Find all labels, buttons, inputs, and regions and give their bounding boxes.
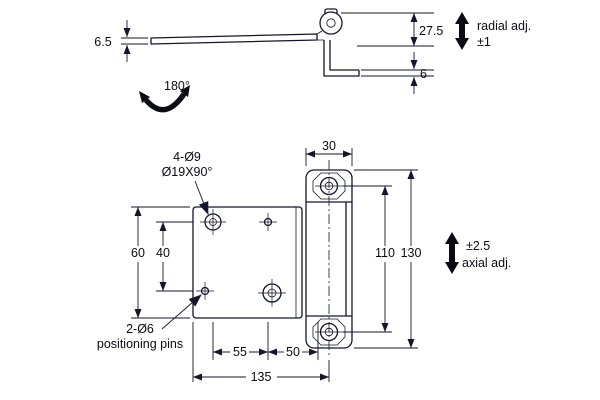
- hinge-plate-profile: [150, 8, 360, 77]
- dim-135-label: 135: [251, 370, 272, 384]
- dim-50-label: 50: [286, 345, 300, 359]
- knuckle-hole-top: [315, 176, 343, 196]
- rotation-arrow-head-left: [139, 91, 150, 103]
- dim-plate-thickness: 6.5: [94, 20, 148, 62]
- hole-callout-line2: Ø19X90°: [162, 165, 213, 179]
- countersunk-hole-bottom: [258, 279, 286, 307]
- front-view: 30 60 40 110 130: [97, 139, 511, 384]
- axial-adj-label: axial adj.: [462, 256, 511, 270]
- small-hole-top-center: [259, 213, 277, 231]
- dim-hole-spacing-vertical: 40: [156, 221, 193, 292]
- dim-foot-offset: 6: [361, 52, 434, 94]
- dim-110-label: 110: [375, 246, 395, 260]
- hole-callout: 4-Ø9 Ø19X90°: [162, 150, 213, 215]
- side-view: 6.5 27.5 6 180° radial adj. ±1: [94, 8, 531, 113]
- leader-arrow: [161, 294, 202, 330]
- dim-knuckle-height: 27.5: [341, 12, 443, 47]
- rotation-arrow-icon: [143, 92, 187, 113]
- hole-callout-line1: 4-Ø9: [173, 150, 201, 164]
- hinge-leaf: [305, 160, 353, 358]
- dim-60-label: 60: [131, 246, 145, 260]
- axial-adjust-arrow-icon: [445, 232, 459, 274]
- leader-arrow: [194, 180, 209, 215]
- dim-thickness-label: 6.5: [94, 35, 111, 49]
- dim-total-width: 135: [192, 322, 330, 384]
- dim-55-label: 55: [233, 345, 247, 359]
- mounting-plate: [192, 206, 303, 319]
- dim-130-label: 130: [401, 246, 422, 260]
- radial-adj-label: radial adj.: [477, 19, 531, 33]
- dim-leaf-height: 130: [354, 169, 422, 349]
- dim-offset-label: 6: [420, 67, 427, 81]
- dim-plate-height: 60: [131, 206, 190, 319]
- dim-40-label: 40: [156, 246, 170, 260]
- swing-180: 180°: [139, 79, 190, 113]
- knuckle-hole-bottom: [315, 322, 343, 342]
- pin-callout: 2-Ø6 positioning pins: [97, 294, 202, 351]
- radial-adjust-arrow-icon: [455, 12, 469, 50]
- pin-callout-line1: 2-Ø6: [126, 322, 154, 336]
- positioning-pin-hole: [196, 282, 214, 300]
- countersunk-hole-top-left: [200, 209, 226, 235]
- axial-adjustment: ±2.5 axial adj.: [445, 232, 511, 274]
- dim-knuckle-hole-spacing: 110: [343, 185, 395, 333]
- dim-leaf-width: 30: [305, 139, 353, 166]
- rotation-arrow-head-right: [180, 85, 190, 97]
- pin-callout-line2: positioning pins: [97, 337, 183, 351]
- radial-adj-value: ±1: [477, 35, 491, 49]
- axial-adj-value: ±2.5: [466, 239, 490, 253]
- radial-adjustment: radial adj. ±1: [455, 12, 531, 50]
- dim-hole-spacing-horizontal: 55 50: [212, 322, 319, 360]
- dim-height-label: 27.5: [419, 24, 443, 38]
- dim-width-label: 30: [322, 139, 336, 153]
- holes: [196, 176, 343, 342]
